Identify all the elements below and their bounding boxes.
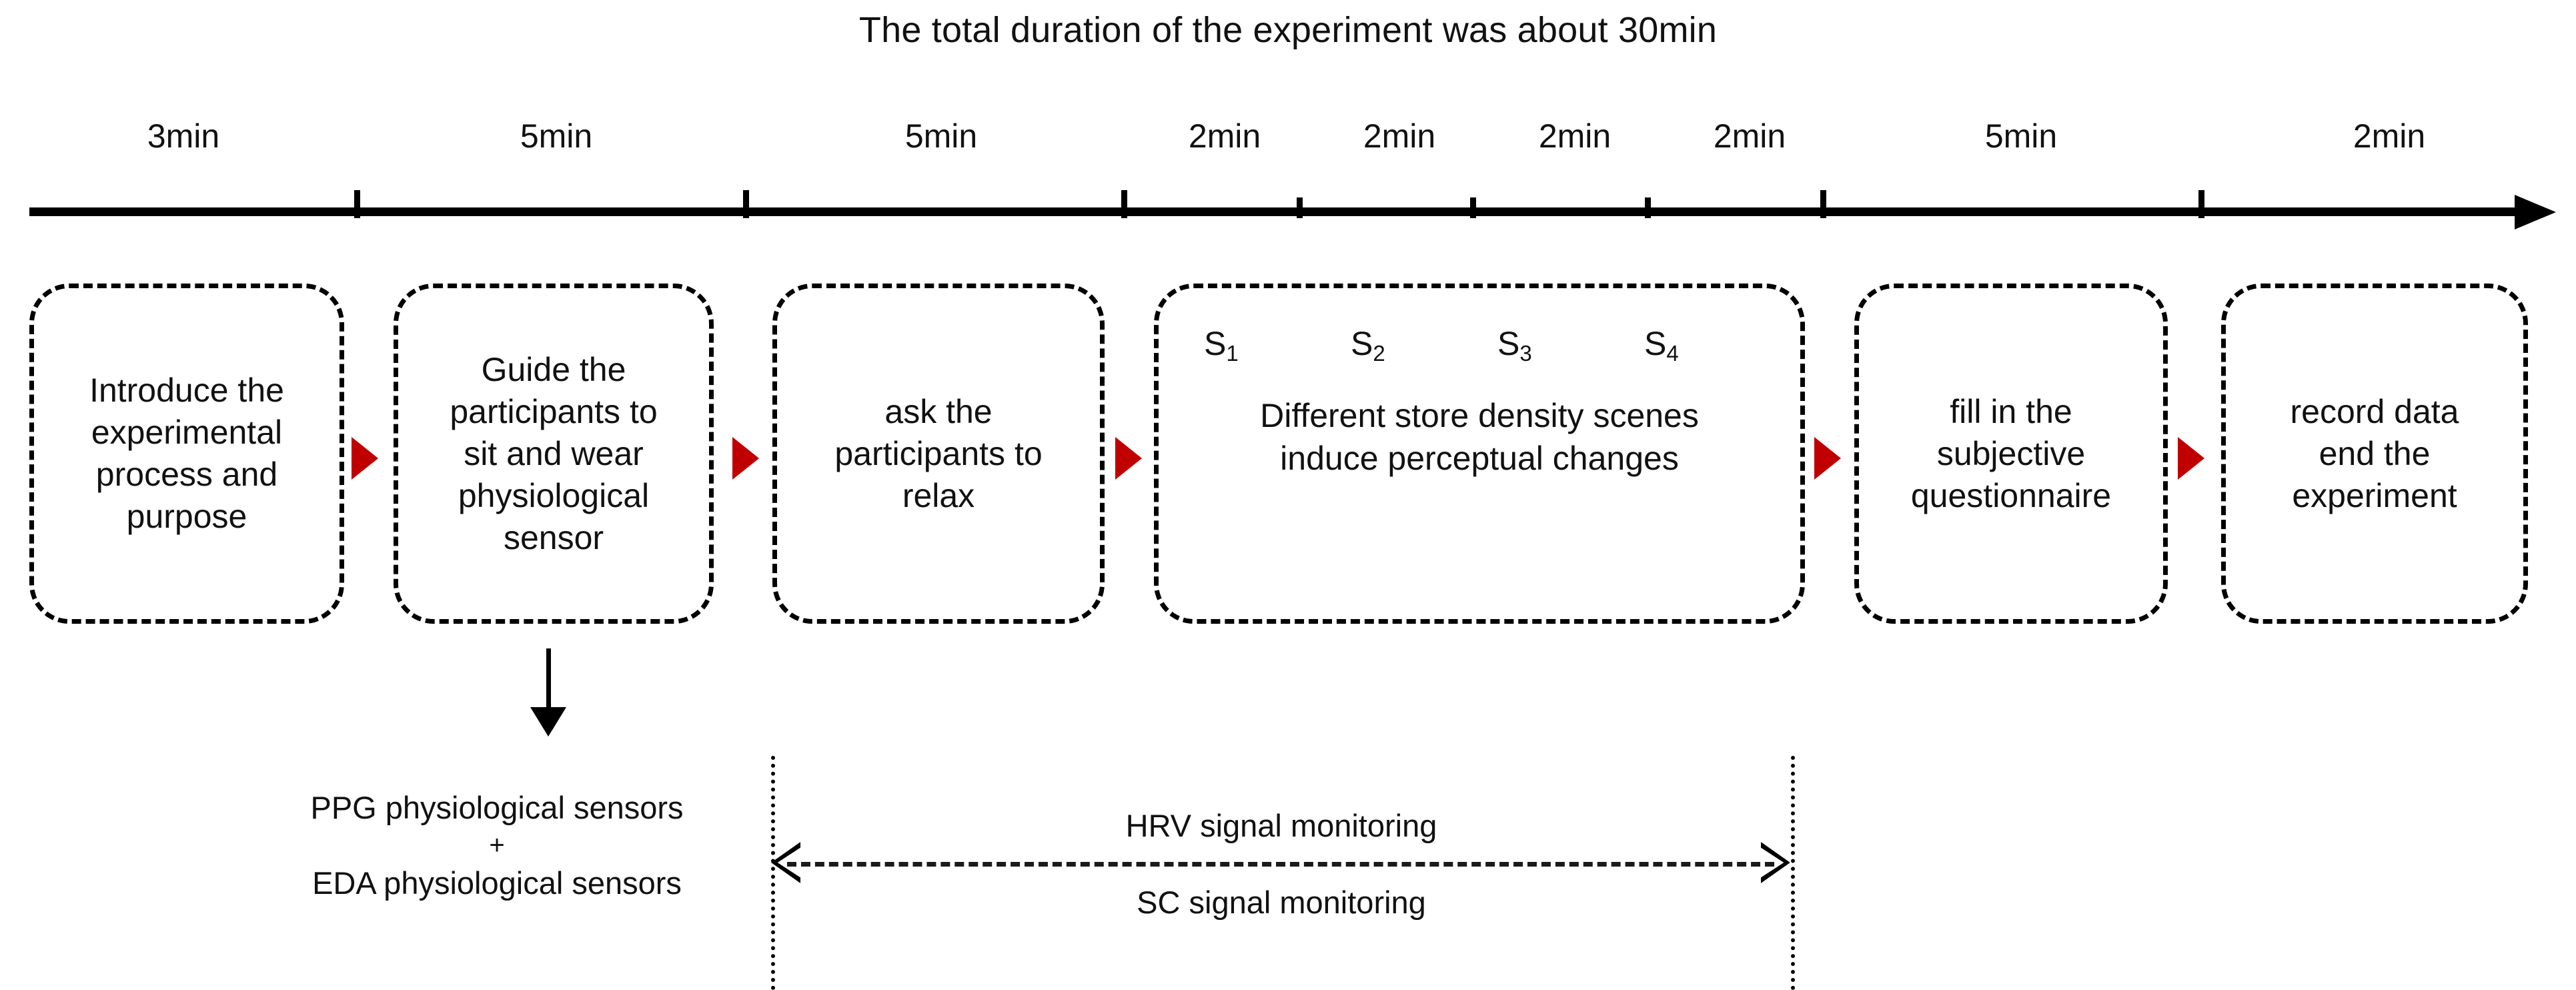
timeline-label-row: 3min 5min 5min 2min 2min 2min 2min 5min … [0,117,2576,170]
timeline-label-2: 5min [520,117,593,155]
scene-letter-s4: S [1644,325,1667,362]
scene-label-s3: S3 [1497,323,1644,366]
step-box-questionnaire[interactable]: fill in the subjective questionnaire [1854,284,2168,624]
timeline-tick-minor-2 [1470,197,1476,218]
timeline-label-9: 2min [2353,117,2426,155]
timeline-tick-minor-1 [1297,197,1303,218]
timeline-label-4: 2min [1188,117,1261,155]
scene-label-row: S1 S2 S3 S4 [1168,323,1791,366]
play-triangle-icon-3 [1115,437,1142,480]
play-triangle-icon-4 [1814,437,1841,480]
monitor-boundary-right [1791,756,1799,990]
scene-letter-s3: S [1497,325,1520,362]
scene-sub-s3: 3 [1519,341,1532,366]
timeline-tick-major-5 [2198,190,2204,218]
step-text-questionnaire: fill in the subjective questionnaire [1910,392,2112,514]
diagram-title: The total duration of the experiment was… [858,10,1718,50]
step-box-scenes[interactable]: S1 S2 S3 S4 Different store density scen… [1154,284,1805,624]
sensor-description: PPG physiological sensors + EDA physiolo… [233,787,760,903]
scene-sub-s2: 2 [1373,341,1385,366]
play-triangle-icon-5 [2178,437,2204,480]
step-box-relax[interactable]: ask the participants to relax [772,284,1105,624]
step-box-record[interactable]: record data end the experiment [2221,284,2528,624]
step-text-guide: Guide the participants to sit and wear p… [450,350,658,556]
step-box-introduce[interactable]: Introduce the experimental process and p… [29,284,344,624]
timeline-label-3: 5min [904,117,978,155]
play-triangle-icon-2 [732,437,759,480]
timeline-tick-major-4 [1820,190,1826,218]
sensor-line-eda: EDA physiological sensors [312,865,682,901]
timeline-tick-major-3 [1121,190,1127,218]
arrow-down-icon-shaft [546,648,551,714]
step-text-record: record data end the experiment [2290,392,2459,514]
scene-label-s2: S2 [1351,323,1497,366]
scene-label-s1: S1 [1204,323,1351,366]
play-triangle-icon-1 [352,437,378,480]
step-text-scenes: Different store density scenes induce pe… [1260,397,1699,477]
scene-sub-s4: 4 [1666,341,1679,366]
timeline-label-7: 2min [1713,117,1786,155]
scene-letter-s2: S [1351,325,1373,362]
monitor-boundary-left [771,756,779,990]
timeline-label-6: 2min [1538,117,1612,155]
monitor-span-line [787,862,1774,867]
step-text-introduce: Introduce the experimental process and p… [89,372,284,535]
step-box-guide[interactable]: Guide the participants to sit and wear p… [394,284,714,624]
arrow-down-icon-head [530,707,566,736]
scene-sub-s1: 1 [1226,341,1239,366]
monitor-label-hrv: HRV signal monitoring [1125,808,1437,843]
timeline-label-1: 3min [147,117,220,155]
scene-letter-s1: S [1204,325,1227,362]
sensor-line-ppg: PPG physiological sensors [310,790,684,825]
sensor-plus-sign: + [489,831,505,861]
timeline-arrow-icon [2515,195,2556,229]
timeline-tick-minor-3 [1645,197,1651,218]
timeline-label-5: 2min [1363,117,1436,155]
monitor-label-sc: SC signal monitoring [1137,885,1426,920]
timeline-axis [29,207,2525,216]
step-text-relax: ask the participants to relax [834,392,1043,514]
scene-label-s4: S4 [1644,323,1791,366]
timeline-label-8: 5min [1984,117,2058,155]
timeline-tick-major-2 [743,190,749,218]
timeline-tick-major-1 [354,190,360,218]
